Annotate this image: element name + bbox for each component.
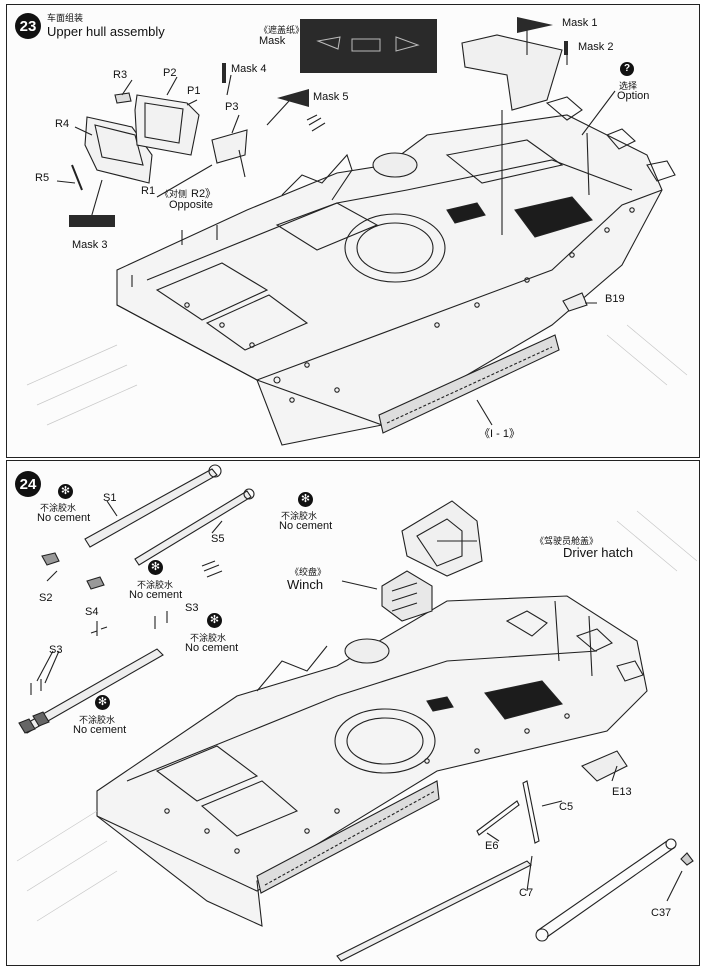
no-cement-label: No cement [129,589,183,601]
winch-label: Winch [287,577,324,592]
part-s3: S3 [185,602,199,614]
part-s4: S4 [85,606,99,618]
part-p1: P1 [187,85,201,97]
part-p3: P3 [225,101,239,113]
part-s1: S1 [103,492,117,504]
mask-header-cn: 《遮盖纸》 [259,26,305,36]
part-r2: R2》 [191,188,217,200]
part-c7: C7 [519,887,534,899]
winch-cn: 《绞盘》 [290,568,327,578]
option-cn: 选择 [619,82,638,92]
mask4-chip [222,63,226,83]
part-r3: R3 [113,69,128,81]
part-s2: S2 [39,592,53,604]
mask-sheet [300,19,437,73]
step-number-badge: 23 [15,13,41,39]
step-23-panel: 23 车面组装 Upper hull assembly 《遮盖纸》 Mask R… [6,4,700,458]
mask-header: Mask [259,35,286,47]
part-p2: P2 [163,67,177,79]
no-cement-label: No cement [185,642,239,654]
no-cement-label: No cement [37,512,91,524]
mask4-label: Mask 4 [231,63,267,75]
driver-hatch-cn: 《驾驶员舱盖》 [535,537,599,547]
driver-hatch-label: Driver hatch [563,545,634,560]
part-s5: S5 [211,533,225,545]
no-cement-cn: 不涂胶水 [79,716,116,726]
no-cement-label: No cement [279,520,333,532]
mask2-chip [564,41,568,55]
mask1-label: Mask 1 [562,17,598,29]
opposite-cn: 《对侧 [160,190,188,200]
upper-hull-drawing-step24 [16,464,698,962]
no-cement-icon: ✻ [58,484,73,499]
mask-shapes [316,36,420,52]
part-r4: R4 [55,118,70,130]
option-question-icon: ? [620,62,634,76]
step-title-cn: 车面组装 [47,14,84,24]
no-cement-cn: 不涂胶水 [281,512,318,522]
part-e13: E13 [612,786,632,798]
no-cement-icon: ✻ [148,560,163,575]
step-number-badge: 24 [15,471,41,497]
mask2-label: Mask 2 [578,41,614,53]
mask1-chip [517,17,553,33]
part-i1: 《I - 1》 [479,428,520,440]
mask5-chip [277,89,309,107]
no-cement-cn: 不涂胶水 [137,581,174,591]
no-cement-cn: 不涂胶水 [190,634,227,644]
step-title: Upper hull assembly [47,24,165,39]
mask3-chip [69,215,115,227]
no-cement-cn: 不涂胶水 [40,504,77,514]
part-c37: C37 [651,907,672,919]
opposite-label: Opposite [169,199,214,211]
part-c5: C5 [559,801,574,813]
no-cement-icon: ✻ [298,492,313,507]
mask3-label: Mask 3 [72,239,108,251]
no-cement-icon: ✻ [95,695,110,710]
no-cement-icon: ✻ [207,613,222,628]
upper-hull-drawing-step23 [26,25,688,446]
part-b19: B19 [605,293,625,305]
option-label: Option [617,90,650,102]
part-r1: R1 [141,185,156,197]
no-cement-label: No cement [73,724,127,736]
mask5-label: Mask 5 [313,91,349,103]
part-e6: E6 [485,840,499,852]
part-r5: R5 [35,172,50,184]
part-s3: S3 [49,644,63,656]
step-24-panel: 24 ✻ 不涂胶水 No cement ✻ 不涂胶水 No cement ✻ 不… [6,460,700,966]
